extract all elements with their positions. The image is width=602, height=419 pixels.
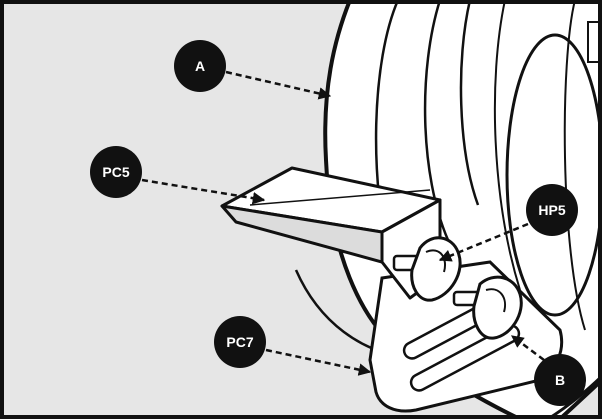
leader-lines xyxy=(141,70,545,376)
leader-pc7 xyxy=(265,348,372,376)
leader-a xyxy=(225,70,332,100)
callout-pc7-label: PC7 xyxy=(226,334,253,350)
callout-b: B xyxy=(534,354,586,406)
callout-b-label: B xyxy=(555,372,565,388)
tool-rest xyxy=(220,166,442,300)
callout-a: A xyxy=(174,40,226,92)
callout-pc5-label: PC5 xyxy=(102,164,129,180)
knob-b xyxy=(452,275,523,340)
callout-hp5: HP5 xyxy=(526,184,578,236)
callout-a-label: A xyxy=(195,58,205,74)
callout-hp5-label: HP5 xyxy=(538,202,565,218)
callout-pc5: PC5 xyxy=(90,146,142,198)
callout-pc7: PC7 xyxy=(214,316,266,368)
leader-hp5 xyxy=(438,222,529,262)
leader-pc5 xyxy=(141,178,266,205)
leader-b xyxy=(511,335,545,361)
